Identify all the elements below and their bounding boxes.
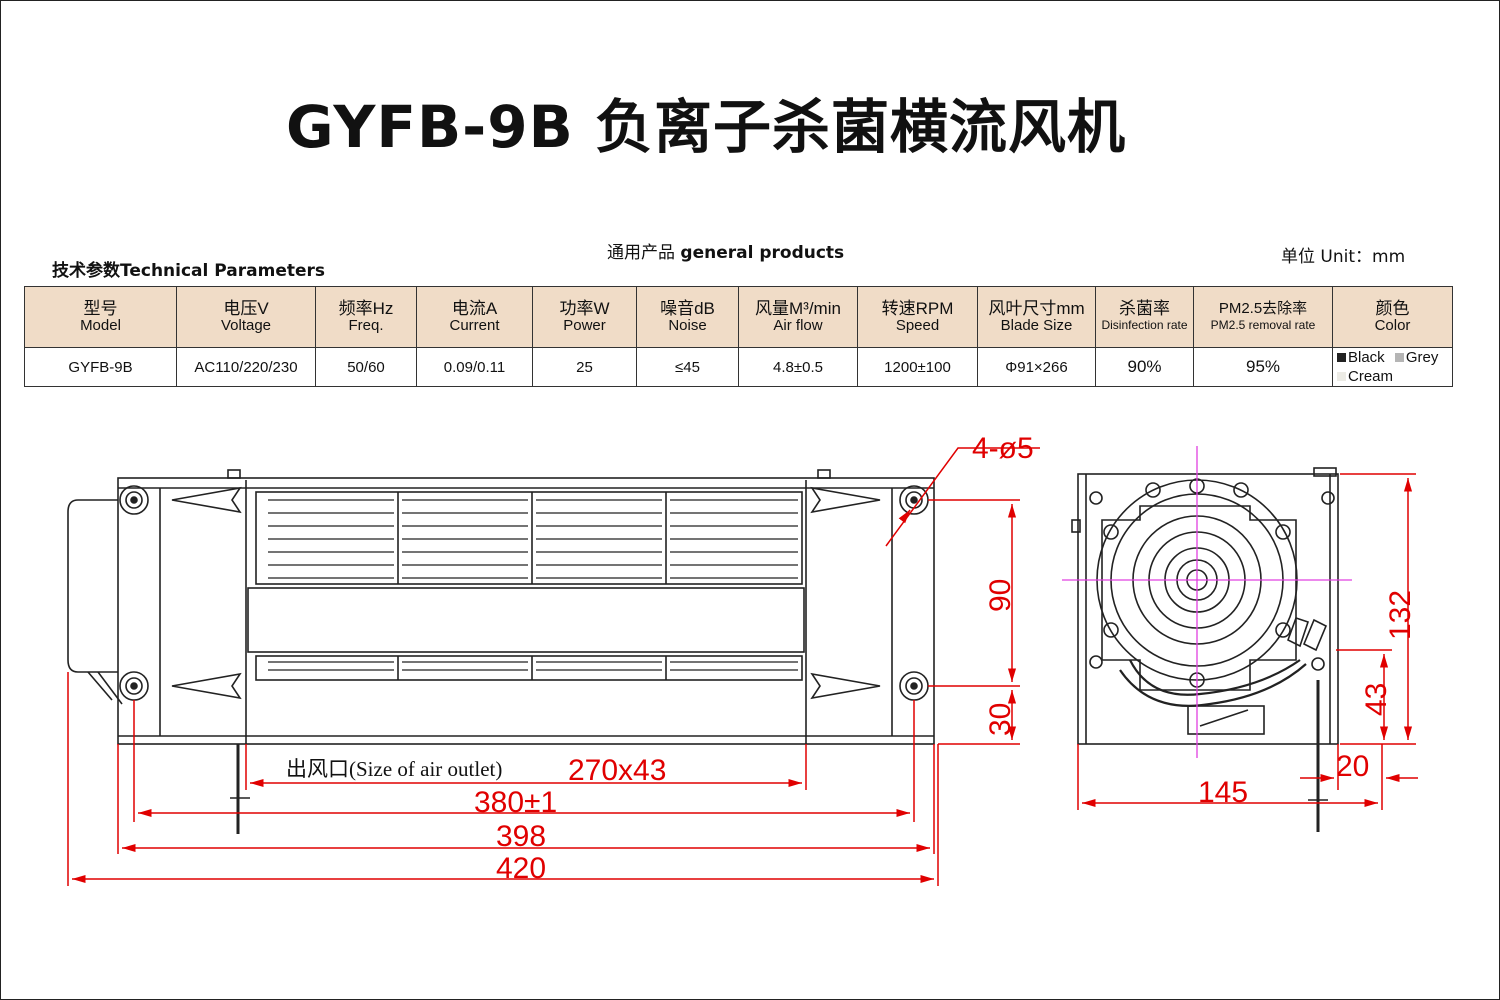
- dim-398: 398: [496, 820, 546, 853]
- cell-freq: 50/60: [315, 347, 417, 387]
- blade-slats: [268, 499, 798, 671]
- cell-model: GYFB-9B: [24, 347, 177, 387]
- front-dimensions: [67, 447, 1040, 886]
- impeller-upper: [255, 491, 803, 585]
- black-swatch: [1337, 353, 1346, 362]
- front-view: [67, 469, 935, 834]
- cell-power: 25: [532, 347, 637, 387]
- outlet-size-dim: 270x43: [568, 754, 666, 787]
- mounting-hole-top-right: [899, 485, 929, 515]
- dim-132: 132: [1384, 590, 1417, 640]
- dim-380: 380±1: [474, 786, 557, 819]
- dim-30: 30: [984, 703, 1017, 736]
- cell-color: Black Grey Cream: [1332, 347, 1453, 387]
- wedge-upper-left: [171, 486, 242, 514]
- cell-noise: ≤45: [636, 347, 739, 387]
- dim-20: 20: [1336, 750, 1369, 783]
- general-products-label: 通用产品 general products: [607, 238, 844, 263]
- cell-current: 0.09/0.11: [416, 347, 533, 387]
- top-lug-left: [227, 469, 241, 479]
- terminal-block: [1187, 705, 1265, 735]
- cell-disinfection: 90%: [1095, 347, 1194, 387]
- wedge-upper-right: [810, 486, 881, 514]
- side-housing: [1077, 473, 1339, 745]
- wedge-lower-left: [171, 672, 242, 700]
- page-title: GYFB-9B 负离子杀菌横流风机: [286, 93, 1126, 161]
- side-dimensions: [1077, 473, 1418, 810]
- mounting-hole-top-left: [119, 485, 149, 515]
- color-option-grey: Grey: [1394, 349, 1438, 366]
- general-products-en: general products: [680, 243, 845, 263]
- cell-speed: 1200±100: [857, 347, 978, 387]
- motor-end-cap: [67, 499, 118, 673]
- unit-label: 单位 Unit：mm: [1281, 247, 1406, 267]
- mounting-hole-bottom-left: [119, 671, 149, 701]
- hole-spec: 4-ø5: [972, 432, 1034, 465]
- dim-90: 90: [984, 579, 1017, 612]
- motor-flange: [1101, 505, 1297, 691]
- outlet-label: 出风口(Size of air outlet): [286, 757, 502, 781]
- dim-43: 43: [1360, 683, 1393, 716]
- dim-145: 145: [1198, 776, 1248, 809]
- center-lines: [1062, 446, 1352, 758]
- color-option-black: Black: [1337, 349, 1385, 366]
- grey-swatch: [1394, 353, 1404, 362]
- color-option-cream: Cream: [1337, 368, 1393, 385]
- impeller-lower: [255, 655, 803, 681]
- wedge-lower-right: [810, 672, 881, 700]
- table-row: GYFB-9B AC110/220/230 50/60 0.09/0.11 25…: [24, 347, 1453, 387]
- outlet-plate: [247, 587, 805, 653]
- general-products-zh: 通用产品: [607, 243, 681, 263]
- fan-housing: [117, 477, 935, 745]
- dim-420: 420: [496, 852, 546, 885]
- mounting-hole-bottom-right: [899, 671, 929, 701]
- tech-params-heading: 技术参数Technical Parameters: [52, 261, 326, 281]
- cell-voltage: AC110/220/230: [176, 347, 316, 387]
- top-lug-right: [817, 469, 831, 479]
- cream-swatch: [1337, 372, 1346, 381]
